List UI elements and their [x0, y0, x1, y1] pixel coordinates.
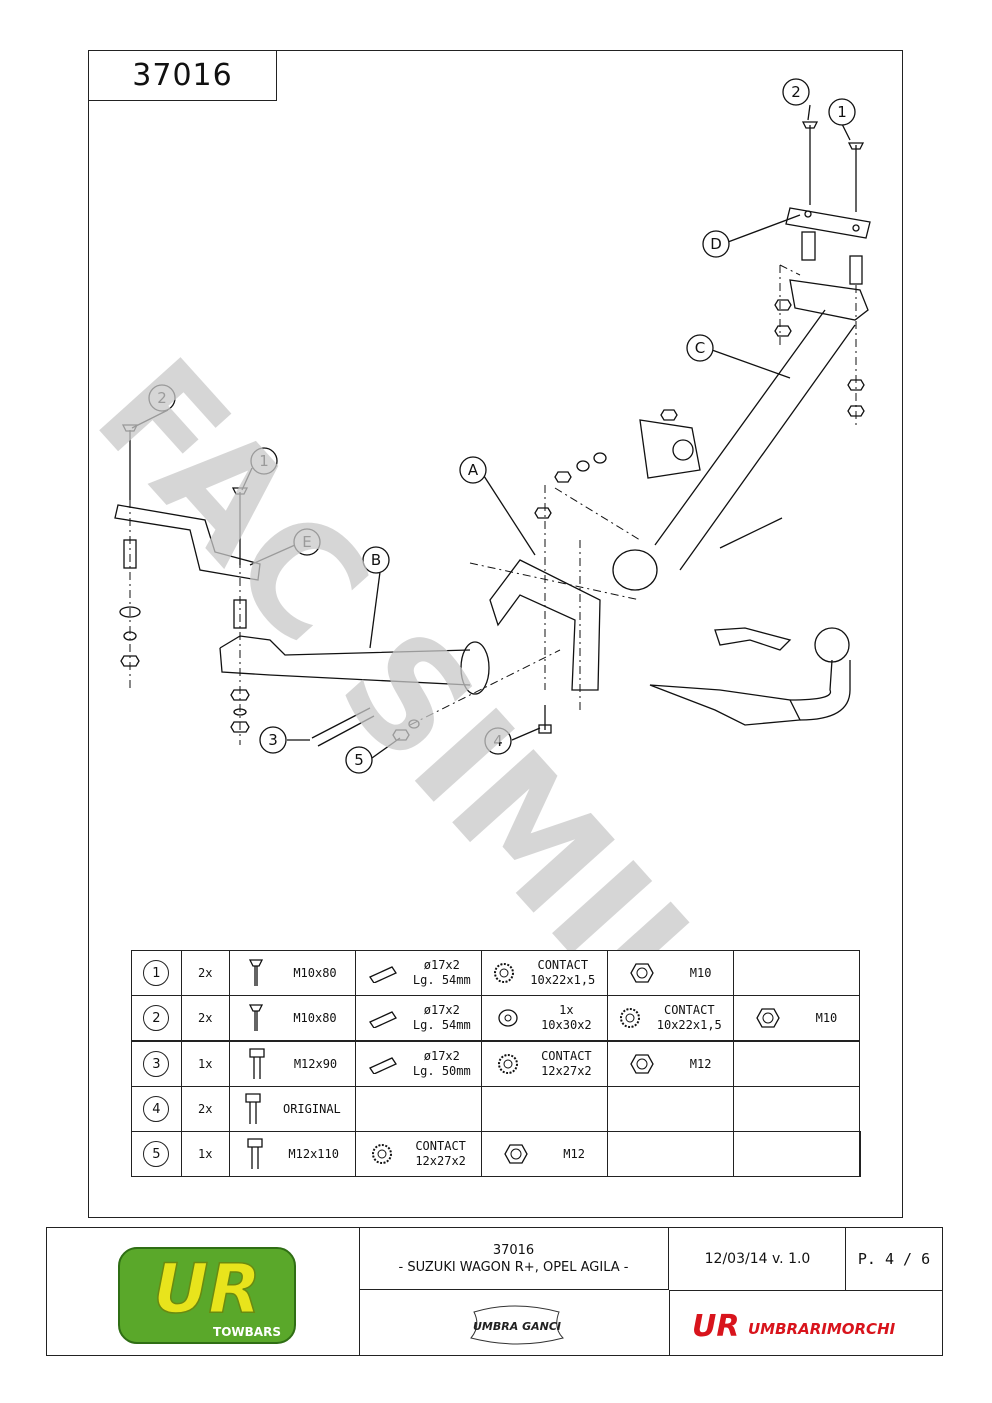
washer-size: 12x27x2 — [415, 1154, 466, 1168]
drawing-frame — [88, 50, 903, 1218]
nut-size: M10 — [689, 966, 712, 980]
callout-2-top: 2 — [791, 83, 801, 101]
spacer-diameter: ø17x2 — [423, 1049, 460, 1063]
bolt-size: M10x80 — [293, 1011, 337, 1025]
row-number: 4 — [143, 1096, 170, 1122]
date-version: 12/03/14 v. 1.0 — [670, 1228, 846, 1291]
row-number: 2 — [143, 1005, 170, 1031]
washer-type: CONTACT — [415, 1139, 466, 1153]
title-models: - SUZUKI WAGON R+, OPEL AGILA - — [398, 1260, 629, 1275]
title-code: 37016 — [492, 1243, 535, 1258]
callout-E: E — [302, 533, 311, 551]
hex-nut-icon — [756, 1008, 780, 1028]
washer-type: CONTACT — [537, 958, 589, 972]
washer-qty: 1x — [559, 1003, 574, 1017]
bolt-icon — [249, 1004, 264, 1031]
brand-ur-mark: UR — [692, 1309, 739, 1344]
table-row: 4 2x ORIGINAL — [131, 1086, 861, 1132]
watermark-fac-simile: FAC SIMILE — [88, 328, 815, 950]
washer-size: 10x22x1,5 — [530, 973, 596, 987]
row-qty: 2x — [180, 1086, 230, 1132]
callout-4: 4 — [493, 732, 503, 750]
row-qty: 1x — [180, 1040, 230, 1087]
row-qty: 2x — [180, 950, 230, 996]
spacer-length: Lg. 54mm — [412, 1018, 471, 1032]
washer-size: 10x22x1,5 — [656, 1018, 722, 1032]
title-block: UR TOWBARS 37016 - SUZUKI WAGON R+, OPEL… — [46, 1227, 943, 1356]
nut-size: M10 — [815, 1011, 838, 1025]
callout-B: B — [371, 551, 381, 569]
bolt-size: M12x110 — [288, 1147, 339, 1161]
washer-size: 10x30x2 — [541, 1018, 592, 1032]
bolt-icon — [249, 959, 264, 986]
contact-washer-icon — [372, 1144, 393, 1164]
row-number: 5 — [143, 1141, 170, 1167]
bolt-size: M10x80 — [293, 966, 337, 980]
contact-washer-icon — [497, 1054, 518, 1074]
umbra-ganci-text: UMBRA GANCI — [473, 1320, 561, 1333]
drawing-code: 37016 — [88, 50, 277, 101]
callout-1-left: 1 — [259, 452, 269, 470]
umbrarimorchi-brand: UR UMBRARIMORCHI — [670, 1290, 942, 1355]
bolt-size: ORIGINAL — [282, 1102, 341, 1116]
hex-nut-icon — [629, 963, 654, 983]
logo-ur-text: UR — [153, 1250, 261, 1329]
title-cell: 37016 - SUZUKI WAGON R+, OPEL AGILA - — [359, 1228, 669, 1290]
spacer-icon — [369, 1011, 398, 1028]
contact-washer-icon — [620, 1008, 641, 1028]
spacer-diameter: ø17x2 — [423, 1003, 460, 1017]
callout-1-top: 1 — [837, 103, 847, 121]
row-qty: 2x — [180, 995, 230, 1042]
bolt-icon — [245, 1093, 261, 1124]
row-number: 3 — [143, 1051, 170, 1077]
washer-type: CONTACT — [663, 1003, 715, 1017]
row-number: 1 — [143, 960, 170, 986]
spacer-icon — [369, 966, 398, 983]
washer-size: 12x27x2 — [541, 1064, 592, 1078]
contact-washer-icon — [494, 963, 515, 983]
bolt-icon — [249, 1048, 265, 1079]
umbra-ganci-logo: UMBRA GANCI — [359, 1290, 670, 1355]
bolt-size: M12x90 — [293, 1057, 338, 1071]
bolt-icon — [247, 1138, 263, 1169]
callout-A: A — [468, 461, 479, 479]
callout-2-left: 2 — [157, 389, 167, 407]
page-number: P. 4 / 6 — [846, 1228, 942, 1291]
hex-nut-icon — [503, 1144, 528, 1164]
row-qty: 1x — [180, 1131, 230, 1177]
spacer-length: Lg. 50mm — [412, 1064, 471, 1078]
callout-5: 5 — [354, 751, 364, 769]
logo-towbars-text: TOWBARS — [213, 1325, 281, 1339]
towbar-exploded-drawing: 2 1 D C 2 1 E B A 3 5 4 FAC SIMILE — [88, 78, 871, 950]
washer-type: CONTACT — [541, 1049, 592, 1063]
brand-name: UMBRARIMORCHI — [748, 1320, 896, 1338]
callout-3: 3 — [268, 731, 278, 749]
callout-D: D — [710, 235, 722, 253]
nut-size: M12 — [563, 1147, 585, 1161]
spacer-diameter: ø17x2 — [423, 958, 460, 972]
spacer-icon — [369, 1057, 398, 1074]
ur-towbars-logo: UR TOWBARS — [47, 1228, 360, 1355]
hex-nut-icon — [629, 1054, 654, 1074]
nut-size: M12 — [689, 1057, 712, 1071]
callout-C: C — [695, 339, 705, 357]
spacer-length: Lg. 54mm — [412, 973, 471, 987]
flat-washer-icon — [498, 1009, 518, 1027]
